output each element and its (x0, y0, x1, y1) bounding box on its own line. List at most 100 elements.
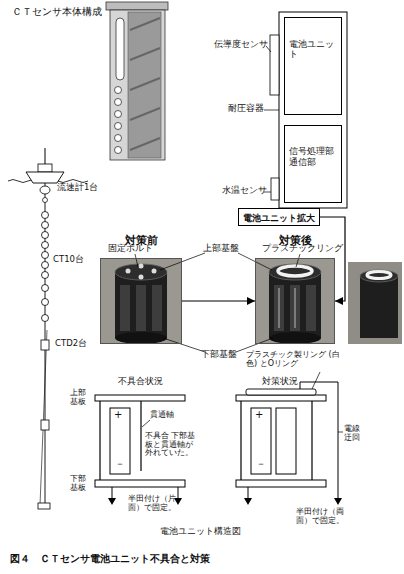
through-shaft (140, 401, 141, 471)
battery-cell (290, 285, 300, 331)
signal-processing-box: 信号処理部 通信部 (284, 125, 342, 203)
buoy-deck (38, 164, 52, 172)
leader-line (135, 254, 138, 267)
wire (279, 288, 280, 328)
lower-board (115, 332, 167, 344)
ctd-sensor (41, 340, 49, 350)
sensor-hole (115, 147, 122, 154)
leader-line (266, 46, 271, 52)
battery-cell (136, 285, 146, 331)
sensor-hole (115, 135, 122, 142)
leader-line (264, 192, 271, 193)
fixing-bolt (139, 275, 144, 280)
sensor-hole (115, 87, 122, 94)
fixing-bolt (139, 264, 144, 269)
fix-note: 半田付け（片面）で固定。 (128, 495, 190, 512)
ct-sensor (42, 212, 49, 219)
wire (295, 288, 296, 328)
leader-line (163, 338, 205, 352)
part-label: 下部基盤 (201, 350, 237, 360)
sensor-tube (128, 12, 161, 158)
post (99, 401, 100, 480)
sensor-slot (116, 18, 124, 80)
node-text: 対策前 (101, 233, 181, 248)
photo-frame: 対策後 (255, 258, 335, 344)
part-label: 貫通軸 (150, 410, 174, 419)
sensor-hole (115, 123, 122, 130)
ct-sensor (42, 272, 49, 279)
arrow-connector (320, 217, 345, 301)
through-shaft (311, 401, 312, 480)
ct-sensor (42, 222, 49, 229)
leader-line (312, 372, 320, 389)
buoy-mast (45, 148, 46, 164)
instrument-label: CTD2台 (55, 339, 87, 349)
fixing-bolt (152, 269, 157, 274)
plastic-ring (246, 389, 316, 395)
battery-cell (152, 285, 162, 331)
figure-caption: 図４ ＣＴセンサ電池ユニット不具合と対策 (10, 553, 210, 565)
photo-background (100, 258, 182, 344)
part-label: プラスチック製リング (白色) とOリング (246, 350, 341, 368)
leader-line (296, 254, 300, 267)
conductivity-sensor (270, 35, 279, 95)
rerouted-wire (300, 382, 338, 500)
part-label: 水温センサ (222, 186, 267, 196)
float (43, 198, 48, 203)
upper-board (115, 264, 167, 280)
sensor-stripes (130, 18, 160, 150)
battery-unit (269, 272, 321, 338)
arrow-connector (182, 300, 255, 301)
ct-sensor (42, 232, 49, 239)
temperature-sensor (271, 178, 279, 200)
leader-line (338, 432, 343, 433)
photo-background (348, 262, 402, 344)
arrowhead (334, 498, 342, 505)
ct-sensor (42, 242, 49, 249)
ct-sensor (42, 262, 49, 269)
arrowhead (174, 498, 182, 505)
polarity-mark: － (115, 458, 125, 470)
battery (110, 408, 130, 474)
upper-board (360, 270, 398, 282)
leader-line (142, 420, 150, 427)
leader-line (160, 253, 205, 270)
instrument-label: 流速計1台 (57, 183, 98, 193)
polarity-mark: － (256, 458, 266, 470)
diagram-caption: 電池ユニット構造図 (160, 527, 241, 537)
battery-unit-box: 電池ユニット (284, 17, 342, 115)
instrument-label: CT10台 (53, 255, 84, 265)
node-text: 電池ユニット (289, 40, 341, 60)
battery-unit (115, 272, 167, 338)
polarity-mark: + (255, 409, 263, 421)
leader-line (264, 110, 279, 111)
ct-sensor (42, 299, 49, 306)
part-label: 下部 基板 (70, 474, 92, 492)
sensor-cap (106, 2, 168, 10)
upper-board (95, 395, 185, 401)
battery-cell (306, 285, 316, 331)
node-text: 対策後 (256, 233, 334, 248)
mooring-line (40, 330, 47, 505)
node-text: 電池ユニット拡大 (239, 212, 319, 225)
photo-frame: 対策前 (100, 258, 182, 344)
upper-board (269, 264, 321, 280)
part-label: 上部基盤 (203, 244, 239, 254)
diagram-heading: 不具合状況 (118, 377, 163, 387)
ct-sensor (42, 315, 49, 322)
current-meter (40, 186, 50, 194)
battery (251, 408, 271, 474)
buoy-hull (26, 172, 64, 183)
arrowhead (244, 498, 252, 505)
pressure-vessel (279, 12, 347, 208)
ct-sensor (42, 252, 49, 259)
part-label: 電線 迂回 (344, 424, 364, 442)
fixing-bolt (126, 269, 131, 274)
battery (276, 408, 296, 474)
lower-board (236, 480, 326, 487)
plastic-ring (367, 272, 391, 279)
arrowhead (108, 498, 116, 505)
sensor-hole (115, 111, 122, 118)
